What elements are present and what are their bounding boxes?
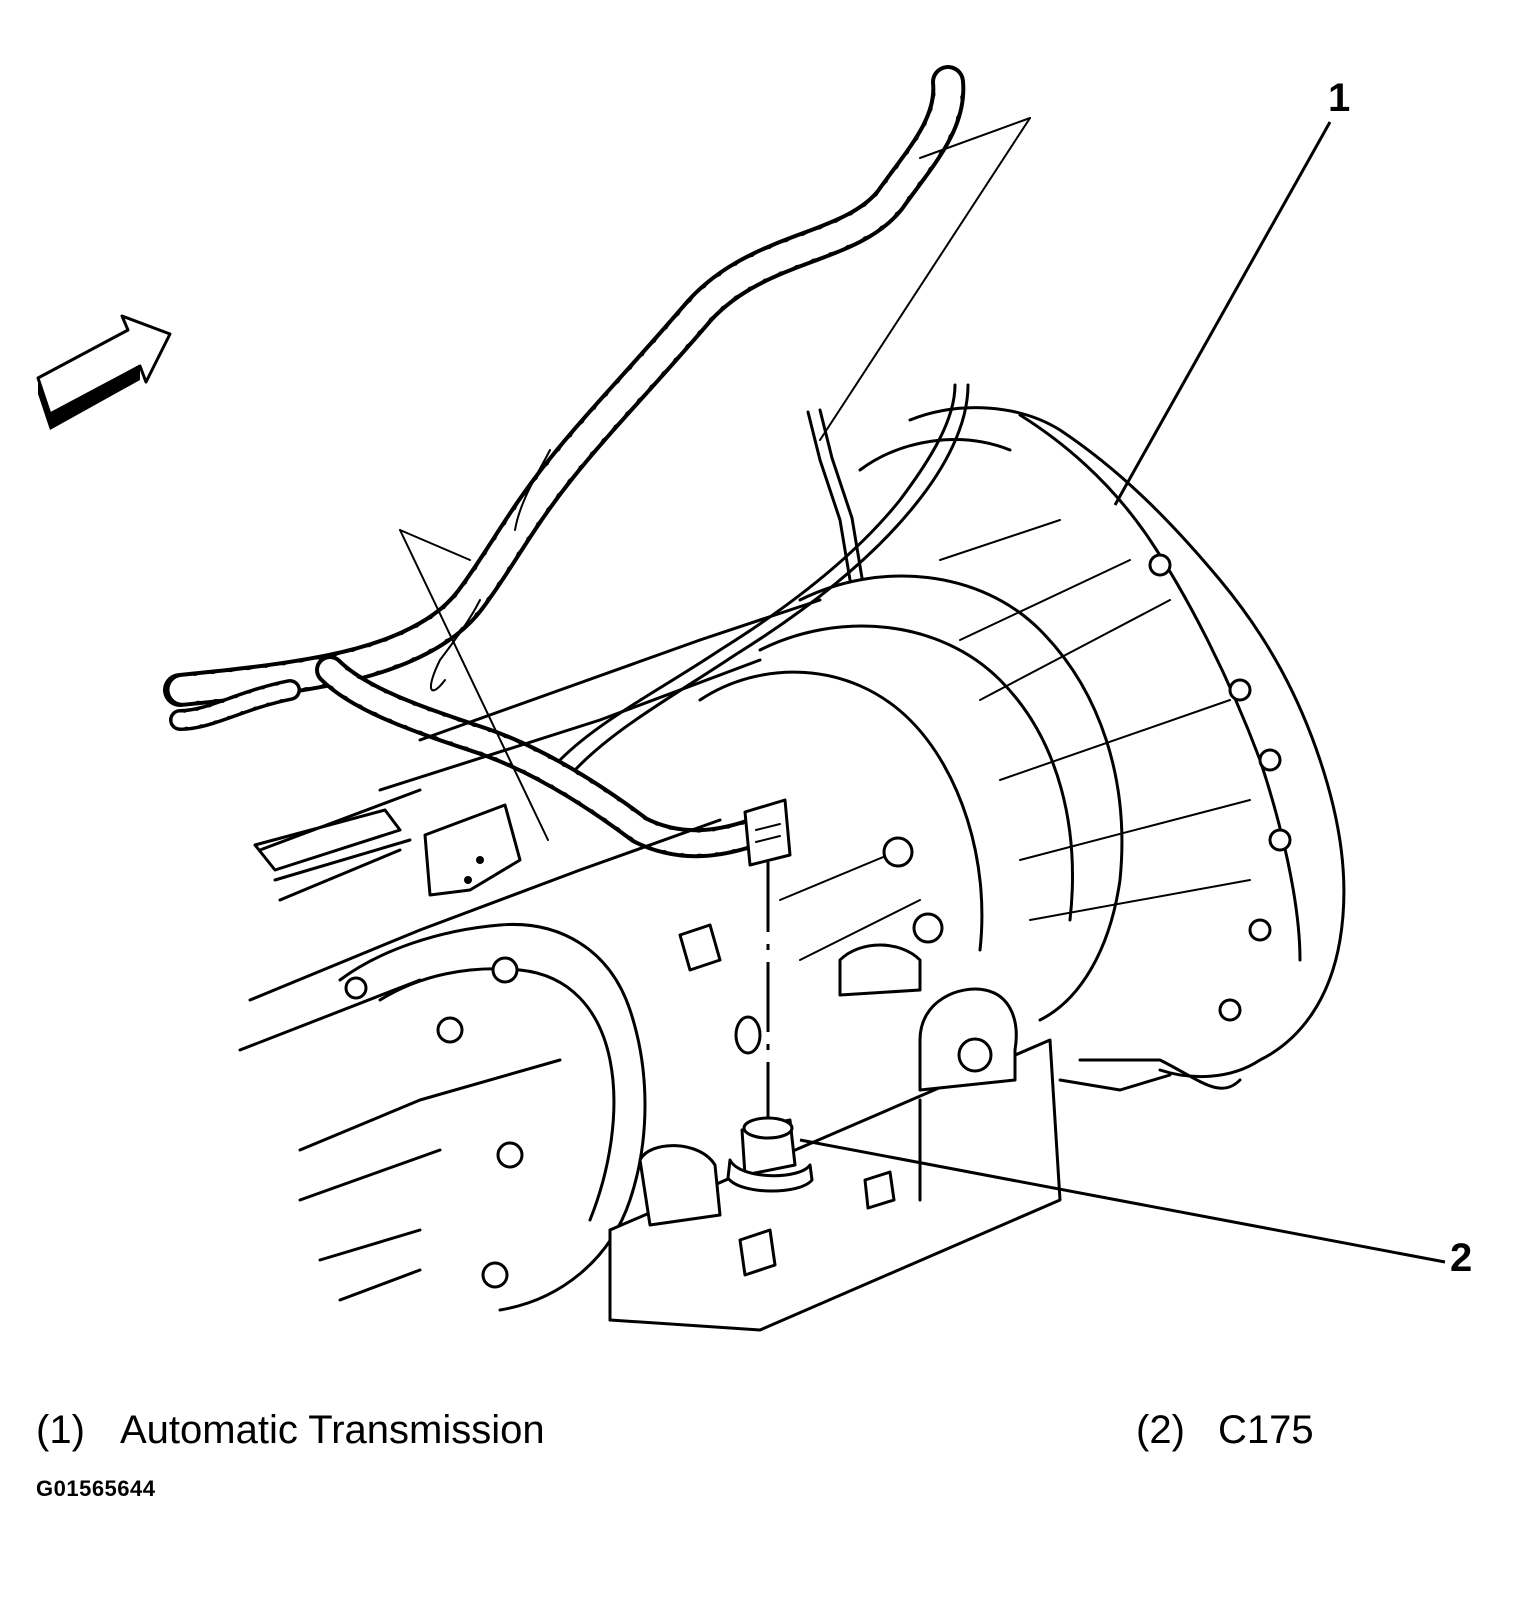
legend-2-number: (2) — [1136, 1408, 1185, 1452]
callout-1-number: 1 — [1328, 76, 1351, 120]
legend-1-text: Automatic Transmission — [120, 1408, 545, 1452]
callout-1-leader — [1113, 121, 1332, 506]
forward-arrow-icon — [36, 314, 172, 430]
harness-routing-leaders — [399, 117, 1031, 841]
automatic-transmission — [238, 383, 1346, 1332]
harness-conduit — [163, 65, 966, 859]
legend-2-text: C175 — [1218, 1408, 1314, 1452]
callout-2-leader — [799, 1138, 1446, 1264]
legend-1-number: (1) — [36, 1408, 85, 1452]
callout-2-number: 2 — [1450, 1236, 1473, 1280]
figure-id: G01565644 — [36, 1476, 156, 1501]
c175-connector — [726, 1116, 814, 1193]
